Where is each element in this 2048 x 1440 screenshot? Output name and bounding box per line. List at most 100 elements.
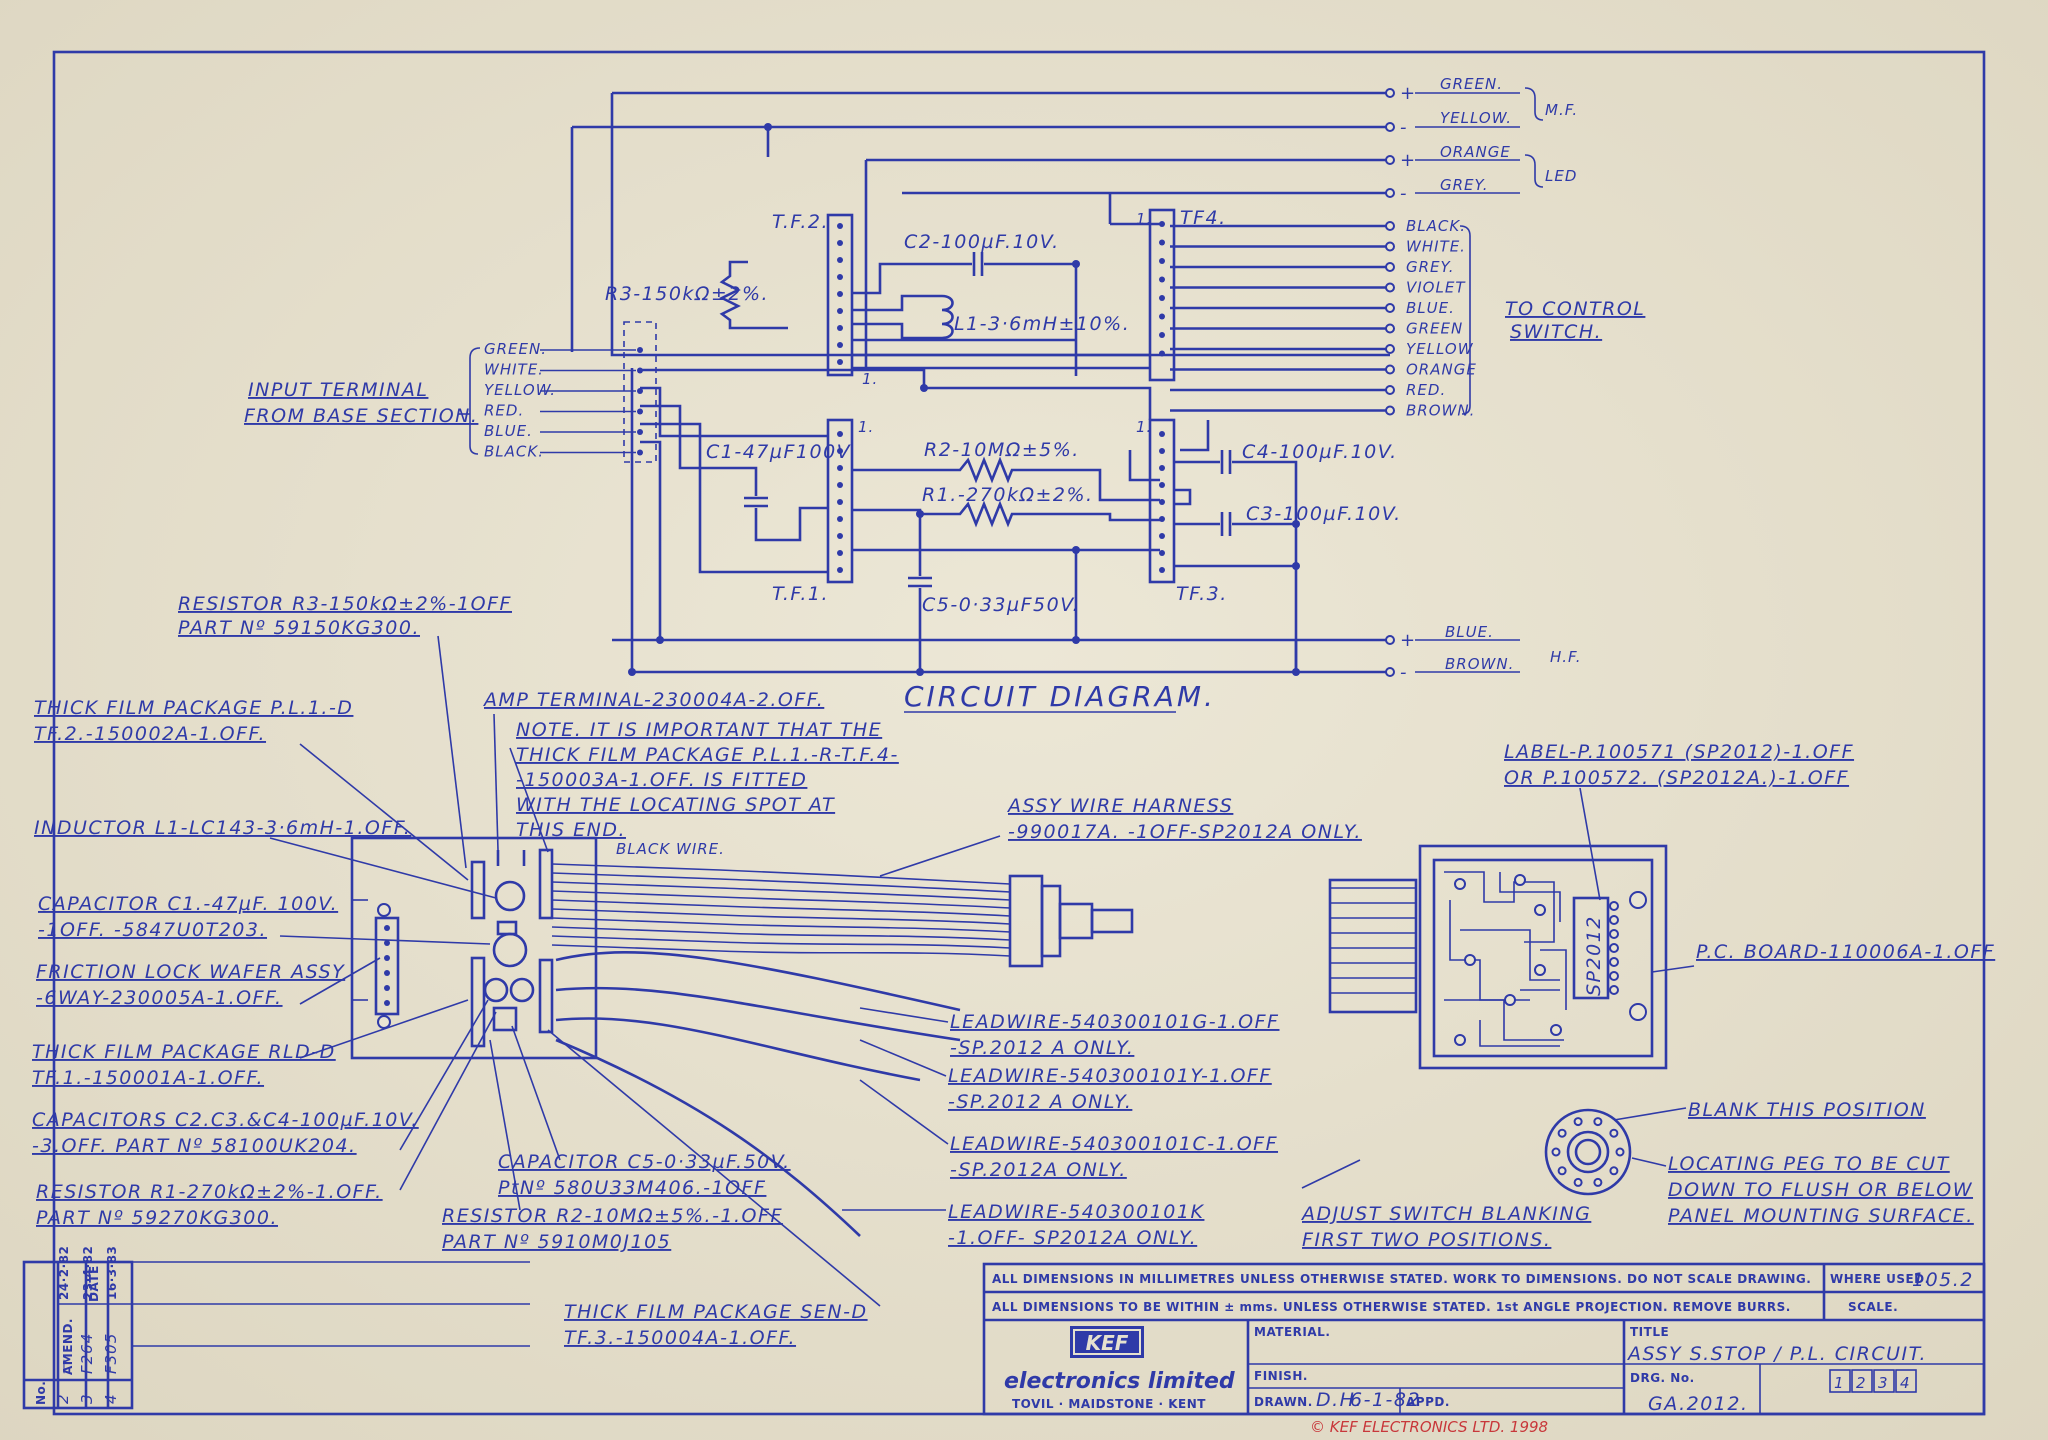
- amend-no: 4: [102, 1393, 120, 1404]
- harness-wire: [551, 890, 1011, 909]
- leader-line: [279, 935, 491, 945]
- title-label: TITLE: [1630, 1325, 1669, 1339]
- switch-hole: [1609, 1166, 1619, 1176]
- junction-dot: [1292, 668, 1300, 676]
- amendment-table: No.AMEND.DATE2—24·2·823F26423·4·824F3051…: [22, 1246, 530, 1410]
- input-wire-label: WHITE.: [484, 361, 544, 379]
- switch-hole: [1573, 1177, 1583, 1187]
- package-pin: [1159, 431, 1165, 437]
- package-pin: [1159, 465, 1165, 471]
- junction-dot: [916, 668, 924, 676]
- switch-hole: [1593, 1177, 1603, 1187]
- switch-hole: [1557, 1166, 1567, 1176]
- leader-line: [1301, 1159, 1361, 1189]
- tf3-pin1-label: 1.: [1136, 418, 1152, 436]
- harness-wire: [551, 863, 1011, 885]
- pcb-pad: [1514, 874, 1526, 886]
- pcb-trace: [1499, 872, 1561, 922]
- amend-no: 2: [54, 1393, 72, 1404]
- input-terminal-block: [623, 321, 657, 463]
- leader-line: [437, 635, 467, 869]
- input-wire-label: RED.: [484, 402, 524, 420]
- amend-ref: —: [54, 1358, 72, 1374]
- mf-label: M.F.: [1545, 101, 1578, 119]
- l1-label: L1-3·6mH±10%.: [954, 313, 1130, 335]
- harness-wire: [551, 926, 1011, 941]
- callout-friction: -6WAY-230005A-1.OFF.: [36, 987, 283, 1009]
- callout-locating: LOCATING PEG TO BE CUT: [1668, 1153, 1950, 1175]
- title-block-row2: ALL DIMENSIONS TO BE WITHIN ± mms. UNLES…: [992, 1300, 1791, 1314]
- svg-text:-: -: [1400, 183, 1407, 204]
- circuit-diagram: + - + - + - GREEN. YELLOW. M.F. ORANGE G…: [244, 75, 1644, 713]
- input-pin: [637, 429, 643, 435]
- wafer-pin: [384, 940, 390, 946]
- title-block-row1: ALL DIMENSIONS IN MILLIMETRES UNLESS OTH…: [992, 1272, 1811, 1286]
- package-pin: [837, 325, 843, 331]
- tf2-label: T.F.2.: [772, 211, 829, 233]
- callout-note: THICK FILM PACKAGE P.L.1.-R-T.F.4-: [516, 744, 899, 766]
- tf2-pin1-label: 1.: [862, 370, 878, 388]
- package-pin: [1159, 258, 1165, 264]
- input-pin: [637, 388, 643, 394]
- wafer-pin: [384, 1000, 390, 1006]
- input-pin: [637, 347, 643, 353]
- pcb-pad: [1609, 985, 1619, 995]
- junction-dot: [1292, 520, 1300, 528]
- scale-label: SCALE.: [1848, 1300, 1898, 1314]
- callout-adjust: ADJUST SWITCH BLANKING: [1300, 1203, 1591, 1225]
- package-pin: [1159, 533, 1165, 539]
- svg-text:+: +: [1400, 150, 1415, 171]
- package-pin: [837, 567, 843, 573]
- junction-dot: [764, 123, 772, 131]
- r3-label: R3-150kΩ±2%.: [605, 283, 769, 305]
- callout-locating: DOWN TO FLUSH OR BELOW: [1668, 1179, 1973, 1201]
- control-terminal: [1385, 262, 1395, 272]
- amend-no: 3: [78, 1393, 96, 1404]
- package-pin: [837, 308, 843, 314]
- package-pin: [1159, 448, 1165, 454]
- package-pin: [1159, 295, 1165, 301]
- callout-tf1-pkg: THICK FILM PACKAGE RLD-D: [32, 1041, 336, 1063]
- callout-tf3-pkg: TF.3.-150004A-1.OFF.: [564, 1327, 796, 1349]
- input-wire-label: GREEN.: [484, 340, 547, 358]
- pcb-pad: [1534, 904, 1546, 916]
- package-pin: [1159, 516, 1165, 522]
- sheet-box: [1895, 1369, 1917, 1393]
- control-wire-label: WHITE.: [1406, 238, 1466, 256]
- pcb-pad: [1609, 929, 1619, 939]
- package-pin: [837, 516, 843, 522]
- package-pin: [837, 274, 843, 280]
- package-pin: [837, 223, 843, 229]
- leader-line: [859, 1007, 949, 1023]
- package-pin: [1159, 567, 1165, 573]
- callout-note: WITH THE LOCATING SPOT AT: [516, 794, 835, 816]
- control-terminal: [1385, 303, 1395, 313]
- leader-line: [859, 1079, 949, 1145]
- amend-header: AMEND.: [61, 1318, 75, 1375]
- drawn-date: 6-1-82: [1350, 1389, 1421, 1411]
- drawn-by: D.H.: [1316, 1389, 1363, 1411]
- callout-lead-k: -1.OFF- SP2012A ONLY.: [948, 1227, 1197, 1249]
- leader-line: [399, 999, 489, 1151]
- callout-blank: BLANK THIS POSITION: [1688, 1099, 1926, 1121]
- where-used-value: 105.2: [1912, 1269, 1974, 1291]
- callout-c5-note: CAPACITOR C5-0·33µF.50V.: [498, 1151, 791, 1173]
- callout-c1-note: -1OFF. -5847U0T203.: [38, 919, 267, 941]
- package-pin: [1159, 239, 1165, 246]
- pcb-pad: [1609, 957, 1619, 967]
- sheet-mark: 4: [1900, 1374, 1911, 1392]
- kef-logo-text: KEF: [1086, 1331, 1129, 1355]
- black-wire-label: BLACK WIRE.: [616, 840, 725, 858]
- leader-line: [399, 1011, 497, 1191]
- callout-inductor: INDUCTOR L1-LC143-3·6mH-1.OFF.: [34, 817, 411, 839]
- pcb-pad: [1454, 878, 1466, 890]
- leader-line: [1651, 965, 1695, 973]
- tf2-part: [470, 860, 486, 920]
- control-terminal: [1385, 282, 1395, 293]
- junction-dot: [1072, 260, 1080, 268]
- input-terminal-label: INPUT TERMINAL: [248, 379, 428, 401]
- callout-resistor-r3: PART Nº 59150KG300.: [178, 617, 420, 639]
- wire-label: YELLOW.: [1440, 109, 1512, 127]
- switch-hole: [1573, 1117, 1583, 1127]
- pcb-pad: [1609, 971, 1619, 981]
